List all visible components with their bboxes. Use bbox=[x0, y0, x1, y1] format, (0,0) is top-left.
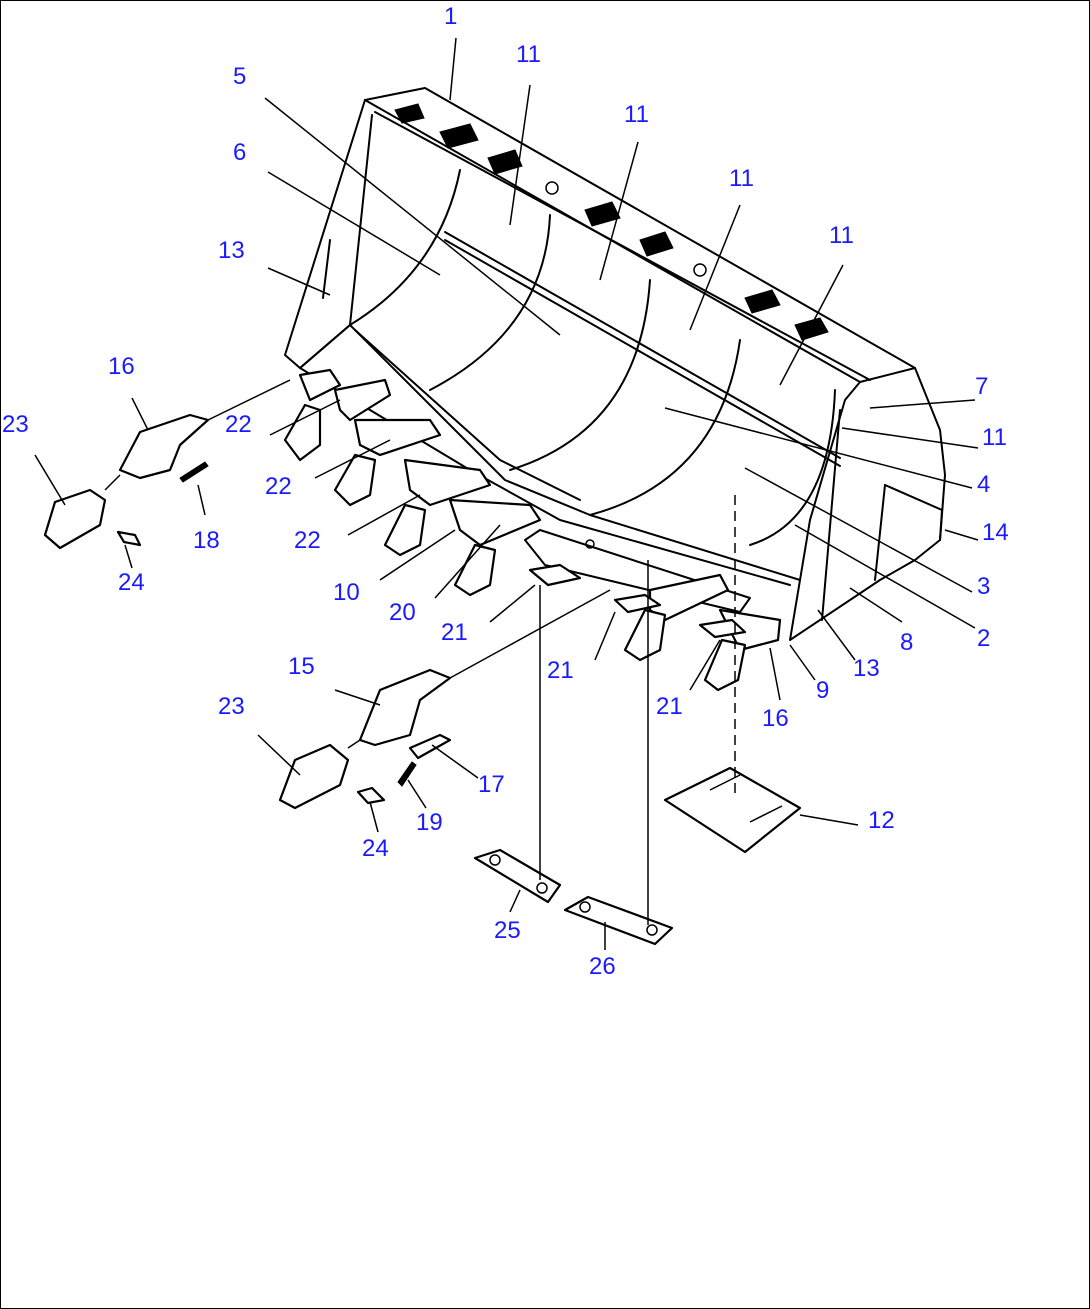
label-9: 9 bbox=[816, 677, 829, 704]
label-10: 10 bbox=[333, 579, 360, 606]
label-22-b: 22 bbox=[265, 473, 292, 500]
label-15: 15 bbox=[288, 653, 315, 680]
label-11-e: 11 bbox=[982, 424, 1007, 451]
label-16-left: 16 bbox=[108, 353, 135, 380]
label-26: 26 bbox=[589, 953, 616, 980]
label-6: 6 bbox=[233, 139, 246, 166]
label-2: 2 bbox=[977, 625, 990, 652]
label-11-d: 11 bbox=[829, 222, 854, 249]
label-13-right: 13 bbox=[853, 655, 880, 682]
label-11-c: 11 bbox=[729, 165, 754, 192]
label-1: 1 bbox=[444, 3, 457, 30]
label-22-c: 22 bbox=[294, 527, 321, 554]
label-16-right: 16 bbox=[762, 705, 789, 732]
bucket-body bbox=[283, 87, 946, 692]
label-11-a: 11 bbox=[516, 41, 541, 68]
label-23-bottom: 23 bbox=[218, 693, 245, 720]
label-24-bottom: 24 bbox=[362, 835, 389, 862]
label-12: 12 bbox=[868, 807, 895, 834]
label-21-c: 21 bbox=[547, 657, 574, 684]
label-18: 18 bbox=[193, 527, 220, 554]
assembly-lines bbox=[104, 379, 736, 925]
label-7: 7 bbox=[975, 373, 988, 400]
label-17: 17 bbox=[478, 771, 505, 798]
label-23-top: 23 bbox=[2, 411, 29, 438]
loose-parts bbox=[43, 413, 802, 946]
label-24-top: 24 bbox=[118, 569, 145, 596]
label-19: 19 bbox=[416, 809, 443, 836]
leader-lines bbox=[34, 37, 979, 950]
label-25: 25 bbox=[494, 917, 521, 944]
part-labels: 1 5 6 13 11 11 11 11 11 7 4 14 3 2 8 13 … bbox=[2, 3, 1009, 980]
label-3: 3 bbox=[977, 573, 990, 600]
label-5: 5 bbox=[233, 63, 246, 90]
label-8: 8 bbox=[900, 629, 913, 656]
label-21-b: 21 bbox=[441, 619, 468, 646]
label-20: 20 bbox=[389, 599, 416, 626]
label-4: 4 bbox=[977, 471, 990, 498]
label-21-d: 21 bbox=[656, 693, 683, 720]
label-11-b: 11 bbox=[624, 101, 649, 128]
label-14: 14 bbox=[982, 519, 1009, 546]
label-22-a: 22 bbox=[225, 411, 252, 438]
label-13-left: 13 bbox=[218, 237, 245, 264]
